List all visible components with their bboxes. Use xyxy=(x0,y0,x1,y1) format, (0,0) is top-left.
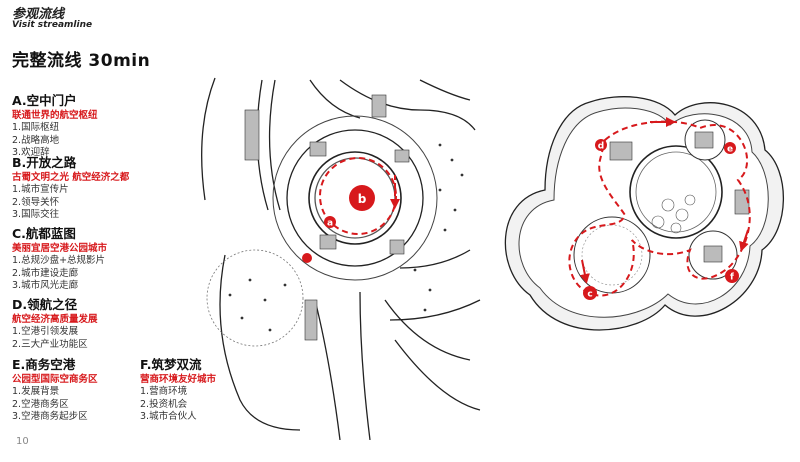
marker-c-label: c xyxy=(587,290,592,300)
section-item: 3.城市合伙人 xyxy=(140,411,197,422)
section-item: 1.城市宣传片 xyxy=(12,184,69,195)
marker-c: c xyxy=(583,286,597,300)
page-title: 完整流线 30min xyxy=(12,51,151,71)
section-item: 2.战略高地 xyxy=(12,134,60,146)
building-outline xyxy=(201,77,481,440)
section-item: 1.空港引领发展 xyxy=(12,326,79,337)
floor-plan-upper: c d e f xyxy=(504,96,785,331)
section-title: D.领航之径 xyxy=(12,297,78,312)
section-item: 2.领导关怀 xyxy=(12,196,60,208)
section-item: 1.营商环境 xyxy=(140,386,188,397)
section-subtitle: 营商环境友好城市 xyxy=(140,374,217,385)
marker-f: f xyxy=(725,269,739,283)
section-title: A.空中门户 xyxy=(12,93,77,108)
section-b: B.开放之路 古蜀文明之光 航空经济之都 1.城市宣传片 2.领导关怀 3.国际… xyxy=(12,155,162,222)
section-d: D.领航之径 航空经济高质量发展 1.空港引领发展 2.三大产业功能区 xyxy=(12,297,162,351)
marker-a-label: a xyxy=(327,219,333,229)
marker-e: e xyxy=(724,142,736,155)
header-title-en: Visit streamline xyxy=(12,20,93,30)
building-rooms xyxy=(244,94,410,341)
section-item: 1.总规沙盘+总规影片 xyxy=(12,255,106,266)
column-dots xyxy=(228,143,464,332)
section-title: F.筑梦双流 xyxy=(140,357,202,372)
section-item: 3.空港商务起步区 xyxy=(12,411,88,422)
section-subtitle: 古蜀文明之光 航空经济之都 xyxy=(12,172,130,183)
rooms xyxy=(609,131,750,263)
marker-d: d xyxy=(595,139,607,152)
section-f: F.筑梦双流 营商环境友好城市 1.营商环境 2.投资机会 3.城市合伙人 xyxy=(140,357,290,424)
red-node xyxy=(302,253,312,263)
section-item: 2.空港商务区 xyxy=(12,398,69,410)
section-subtitle: 航空经济高质量发展 xyxy=(12,314,98,325)
section-e: E.商务空港 公园型国际空商务区 1.发展背景 2.空港商务区 3.空港商务起步… xyxy=(12,357,162,424)
section-item: 3.城市风光走廊 xyxy=(12,280,79,291)
marker-b xyxy=(349,185,375,211)
marker-d-label: d xyxy=(598,142,604,152)
marker-f-label: f xyxy=(730,273,734,283)
section-item: 1.发展背景 xyxy=(12,386,60,397)
trees xyxy=(651,194,696,234)
marker-e-label: e xyxy=(727,145,733,155)
section-a: A.空中门户 联通世界的航空枢纽 1.国际枢纽 2.战略高地 3.欢迎辞 xyxy=(12,93,162,160)
marker-a xyxy=(324,216,336,228)
section-subtitle: 联通世界的航空枢纽 xyxy=(12,110,98,121)
section-subtitle: 美丽宜居空港公园城市 xyxy=(12,243,108,254)
section-item: 1.国际枢纽 xyxy=(12,122,60,133)
section-title: E.商务空港 xyxy=(12,357,76,372)
section-subtitle: 公园型国际空商务区 xyxy=(12,374,98,385)
header-title-cn: 参观流线 xyxy=(12,7,65,22)
section-title: B.开放之路 xyxy=(12,155,77,170)
section-c: C.航都蓝图 美丽宜居空港公园城市 1.总规沙盘+总规影片 2.城市建设走廊 3… xyxy=(12,226,162,293)
section-item: 3.国际交往 xyxy=(12,209,60,220)
marker-b-label: b xyxy=(358,192,367,206)
route-arrow xyxy=(739,229,749,252)
section-item: 2.三大产业功能区 xyxy=(12,338,88,350)
page-number: 10 xyxy=(16,436,29,447)
section-title: C.航都蓝图 xyxy=(12,226,76,241)
floor-plan-ground: b a xyxy=(201,77,481,440)
section-item: 3.欢迎辞 xyxy=(12,147,50,158)
route-arrow xyxy=(579,259,590,284)
section-item: 2.城市建设走廊 xyxy=(12,267,79,279)
route-path-cdef xyxy=(568,120,751,297)
section-item: 2.投资机会 xyxy=(140,398,188,410)
